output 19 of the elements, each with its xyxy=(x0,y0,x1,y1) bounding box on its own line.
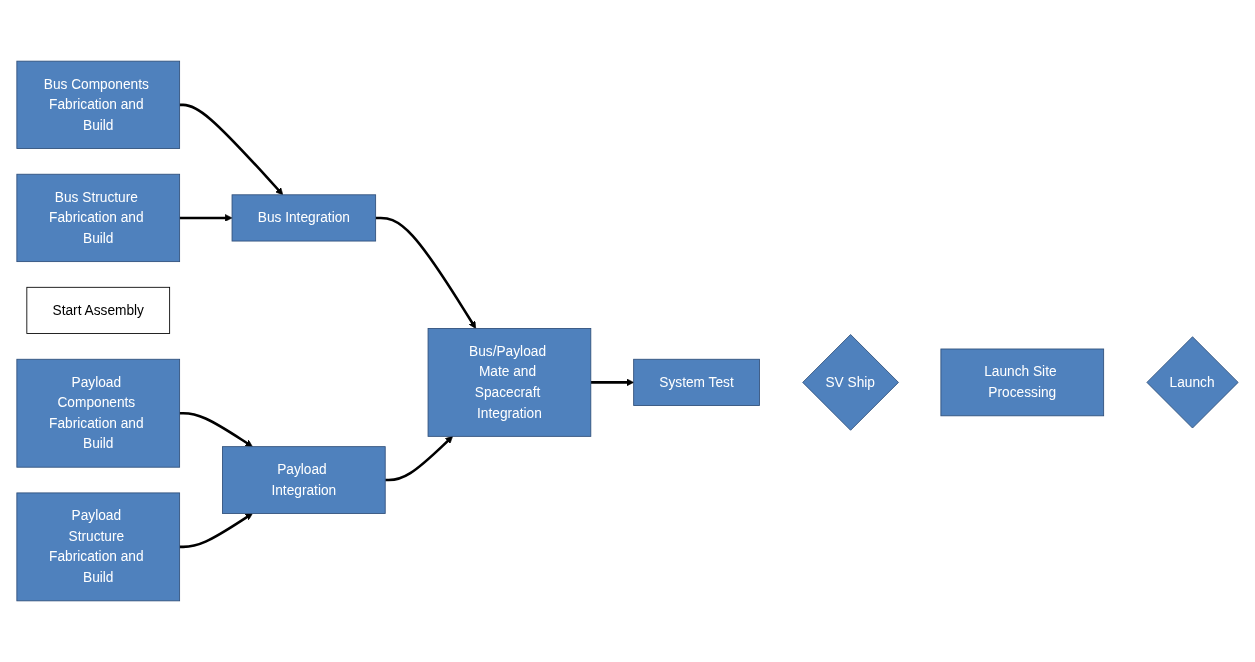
arrow xyxy=(375,216,477,329)
node-box: Payload Integration xyxy=(222,446,386,514)
arrow xyxy=(179,103,284,196)
arrow xyxy=(179,214,233,222)
node-box: System Test xyxy=(633,358,760,406)
node-box: Bus Components Fabrication and Build xyxy=(16,60,181,149)
arrow xyxy=(179,513,253,549)
node-box: Bus Structure Fabrication and Build xyxy=(16,173,181,263)
node-box: Payload Components Fabrication and Build xyxy=(16,358,181,468)
node-box: Start Assembly xyxy=(26,286,171,334)
arrow xyxy=(385,436,453,482)
arrow xyxy=(590,378,634,387)
node-diamond: SV Ship xyxy=(802,334,899,431)
node-diamond: Launch xyxy=(1146,336,1239,429)
node-box: Payload Structure Fabrication and Build xyxy=(16,492,181,602)
node-box: Launch Site Processing xyxy=(940,348,1105,417)
node-box: Bus/Payload Mate and Spacecraft Integration xyxy=(427,328,592,437)
node-box: Bus Integration xyxy=(231,194,377,242)
arrow xyxy=(179,411,253,447)
